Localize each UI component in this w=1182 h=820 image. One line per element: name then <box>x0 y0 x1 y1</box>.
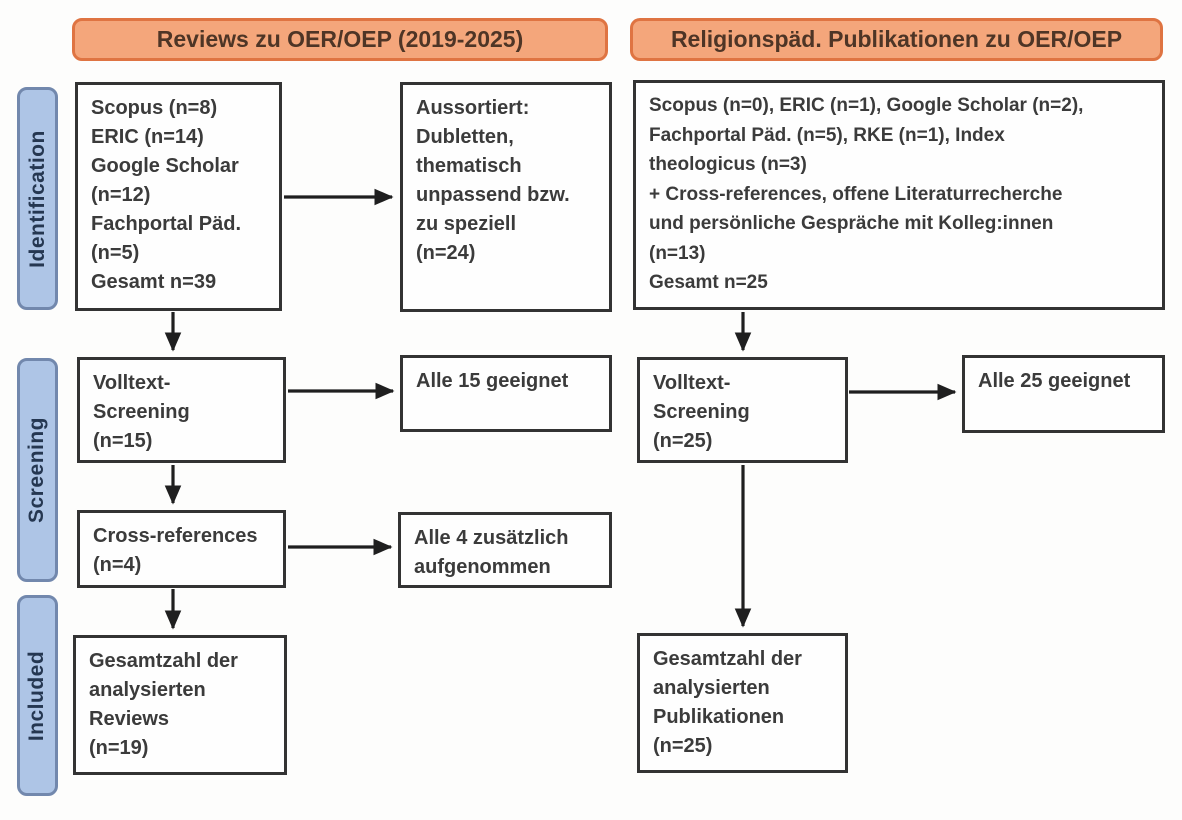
box-right-sources: Scopus (n=0), ERIC (n=1), Google Scholar… <box>633 80 1165 310</box>
box-right-fulltext-result: Alle 25 geeignet <box>962 355 1165 433</box>
box-left-included-total: Gesamtzahl der analysierten Reviews (n=1… <box>73 635 287 775</box>
right-column-header: Religionspäd. Publikationen zu OER/OEP <box>630 18 1163 61</box>
box-left-crossref: Cross-references (n=4) <box>77 510 286 588</box>
box-left-sources: Scopus (n=8) ERIC (n=14) Google Scholar … <box>75 82 282 311</box>
stage-included-label: Included <box>25 650 49 741</box>
stage-identification-label: Identification <box>25 129 49 268</box>
box-left-fulltext-result: Alle 15 geeignet <box>400 355 612 432</box>
box-right-fulltext-screening: Volltext- Screening (n=25) <box>637 357 848 463</box>
box-right-included-total: Gesamtzahl der analysierten Publikatione… <box>637 633 848 773</box>
box-left-crossref-result: Alle 4 zusätzlich aufgenommen <box>398 512 612 588</box>
box-left-excluded: Aussortiert: Dubletten, thematisch unpas… <box>400 82 612 312</box>
box-left-fulltext-screening: Volltext- Screening (n=15) <box>77 357 286 463</box>
stage-included: Included <box>17 595 58 796</box>
stage-identification: Identification <box>17 87 58 310</box>
stage-screening-label: Screening <box>25 416 49 524</box>
stage-screening: Screening <box>17 358 58 582</box>
left-column-header: Reviews zu OER/OEP (2019-2025) <box>72 18 608 61</box>
